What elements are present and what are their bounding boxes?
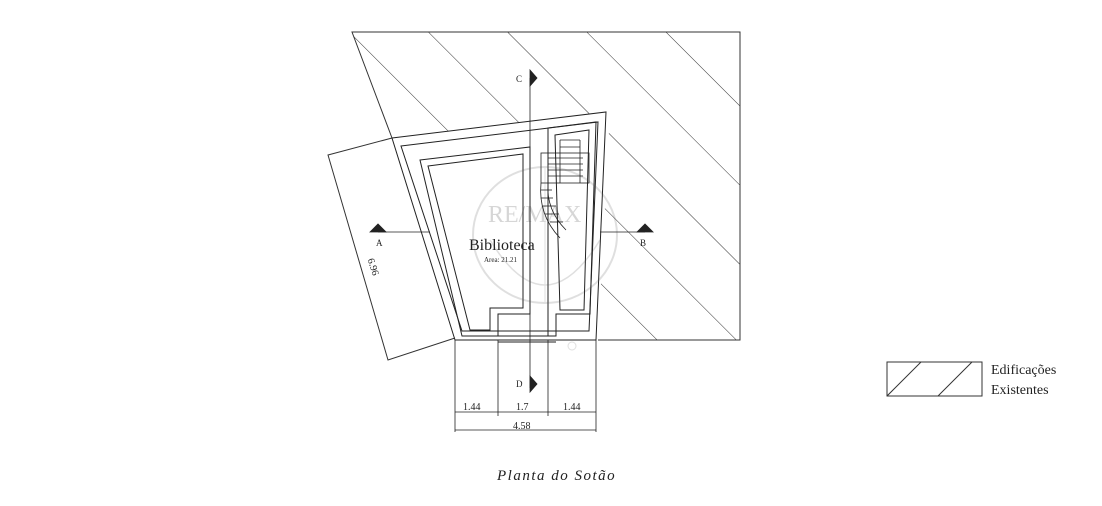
legend-label-line1: Edificações [991,363,1056,378]
watermark: RE/MAX [472,166,618,351]
legend [886,361,983,397]
dimension-bottom-middle: 1.7 [516,402,529,413]
legend-hatch-swatch [886,361,983,397]
room-name: Biblioteca [469,237,535,254]
bottom-dimensions [454,340,597,432]
room-area: Area: 21.21 [484,256,518,264]
section-label-d: D [516,379,523,389]
drawing-caption: Planta do Sotão [496,468,616,484]
dimension-bottom-right: 1.44 [563,402,581,413]
section-label-a: A [376,238,383,248]
watermark-text: RE/MAX [488,202,581,228]
side-dimension-label: 6.96 [365,257,381,277]
staircase [540,139,590,239]
section-label-b: B [640,238,646,248]
dimension-bottom-left: 1.44 [463,402,481,413]
side-dimension-outline [327,137,456,361]
section-label-c: C [516,74,522,84]
section-lines [369,68,654,394]
legend-label-line2: Existentes [991,383,1049,398]
dimension-bottom-total: 4.58 [513,421,531,432]
